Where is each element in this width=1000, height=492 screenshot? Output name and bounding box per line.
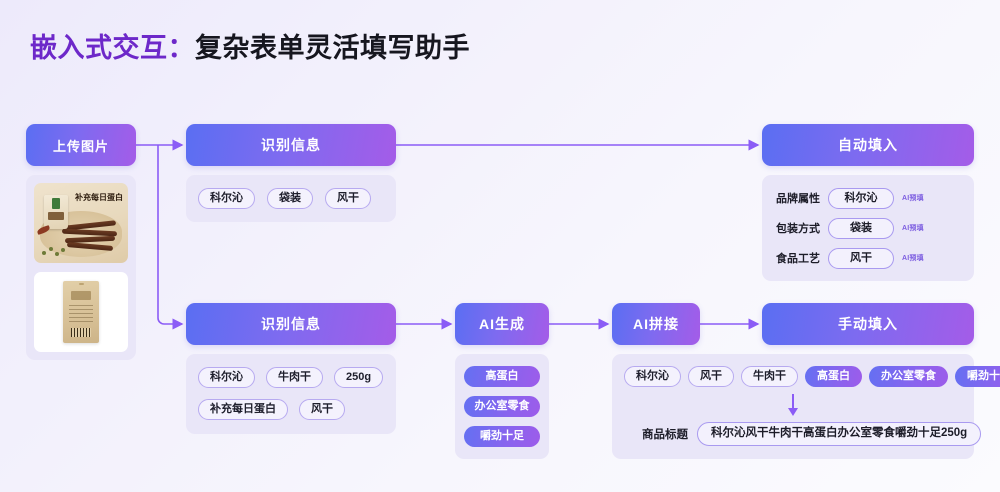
node-ai-generate-body: 高蛋白 办公室零食 嚼劲十足	[455, 354, 549, 459]
form-row: 食品工艺 风干 AI预填	[776, 247, 964, 269]
thumbnail-product-photo[interactable]: 补充每日蛋白	[34, 183, 128, 263]
node-manual-fill[interactable]: 手动填入	[762, 303, 974, 345]
product-title-value[interactable]: 科尔沁风干牛肉干高蛋白办公室零食嚼劲十足250g	[697, 422, 982, 446]
recognize-bottom-tag-row: 科尔沁 牛肉干 250g	[198, 367, 384, 388]
generated-tag-chip[interactable]: 嚼劲十足	[464, 426, 540, 447]
page-title-accent: 嵌入式交互：	[30, 33, 195, 63]
ai-prefill-badge: AI预填	[902, 225, 924, 232]
node-auto-fill-body: 品牌属性 科尔沁 AI预填 包装方式 袋装 AI预填 食品工艺 风干 AI预填	[762, 175, 974, 281]
recognize-top-tag-row: 科尔沁 袋装 风干	[198, 188, 384, 209]
tag-chip[interactable]: 风干	[688, 366, 734, 387]
node-ai-splice-header: AI拼接	[612, 303, 700, 345]
node-ai-generate[interactable]: AI生成 高蛋白 办公室零食 嚼劲十足	[455, 303, 549, 459]
ai-splice-panel: 科尔沁 风干 牛肉干 高蛋白 办公室零食 嚼劲十足 250g 商品标题 科尔沁风…	[612, 354, 1000, 459]
node-recognize-top-header: 识别信息	[186, 124, 396, 166]
tag-chip[interactable]: 科尔沁	[198, 188, 255, 209]
node-recognize-bottom-body: 科尔沁 牛肉干 250g 补充每日蛋白 风干	[186, 354, 396, 434]
form-field-value[interactable]: 风干	[828, 247, 894, 269]
form-field-label: 品牌属性	[776, 193, 820, 205]
package-back-shape	[63, 281, 99, 343]
tag-chip[interactable]: 牛肉干	[741, 366, 798, 387]
product-title-label: 商品标题	[642, 428, 688, 441]
bag-label-lines	[69, 305, 93, 325]
form-field-label: 包装方式	[776, 223, 820, 235]
tag-chip[interactable]: 补充每日蛋白	[198, 399, 288, 420]
generated-tag-chip[interactable]: 高蛋白	[464, 366, 540, 387]
ai-prefill-badge: AI预填	[902, 195, 924, 202]
bag-logo	[71, 291, 91, 300]
node-ai-splice[interactable]: AI拼接	[612, 303, 700, 345]
node-auto-fill-header: 自动填入	[762, 124, 974, 166]
node-recognize-bottom[interactable]: 识别信息 科尔沁 牛肉干 250g 补充每日蛋白 风干	[186, 303, 396, 434]
form-field-value[interactable]: 科尔沁	[828, 187, 894, 209]
barcode-icon	[71, 328, 91, 337]
node-auto-fill[interactable]: 自动填入 品牌属性 科尔沁 AI预填 包装方式 袋装 AI预填 食品工艺 风干 …	[762, 124, 974, 281]
node-manual-fill-header: 手动填入	[762, 303, 974, 345]
ai-prefill-badge: AI预填	[902, 255, 924, 262]
node-recognize-top-body: 科尔沁 袋装 风干	[186, 175, 396, 222]
node-upload-image[interactable]: 上传图片	[26, 124, 136, 166]
node-recognize-top[interactable]: 识别信息 科尔沁 袋装 风干	[186, 124, 396, 222]
page-title: 嵌入式交互：复杂表单灵活填写助手	[30, 26, 470, 65]
node-recognize-bottom-header: 识别信息	[186, 303, 396, 345]
thumbnail-caption: 补充每日蛋白	[75, 193, 123, 202]
package-front-shape	[44, 195, 68, 229]
tag-chip[interactable]: 科尔沁	[198, 367, 255, 388]
splice-tag-row: 科尔沁 风干 牛肉干 高蛋白 办公室零食 嚼劲十足 250g	[624, 366, 1000, 387]
tag-chip[interactable]: 高蛋白	[805, 366, 862, 387]
page-title-plain: 复杂表单灵活填写助手	[195, 33, 470, 63]
form-row: 包装方式 袋装 AI预填	[776, 217, 964, 239]
tag-chip[interactable]: 科尔沁	[624, 366, 681, 387]
form-field-label: 食品工艺	[776, 253, 820, 265]
bag-notch	[78, 283, 84, 285]
tag-chip[interactable]: 风干	[325, 188, 371, 209]
generated-tag-chip[interactable]: 办公室零食	[464, 396, 540, 417]
node-ai-generate-header: AI生成	[455, 303, 549, 345]
tag-chip[interactable]: 袋装	[267, 188, 313, 209]
tag-chip[interactable]: 牛肉干	[266, 367, 323, 388]
recognize-bottom-tag-row: 补充每日蛋白 风干	[198, 399, 384, 420]
edge-upload-to-recognize-bottom	[157, 145, 184, 330]
tag-chip[interactable]: 嚼劲十足	[955, 366, 1000, 387]
product-title-row: 商品标题 科尔沁风干牛肉干高蛋白办公室零食嚼劲十足250g	[624, 422, 982, 446]
form-field-value[interactable]: 袋装	[828, 217, 894, 239]
thumbnail-package-back-photo[interactable]	[34, 272, 128, 352]
upload-thumbnail-panel: 补充每日蛋白	[26, 175, 136, 360]
tag-chip[interactable]: 办公室零食	[869, 366, 948, 387]
form-row: 品牌属性 科尔沁 AI预填	[776, 187, 964, 209]
sesame-garnish	[42, 247, 65, 256]
down-arrow-icon	[624, 392, 962, 418]
node-upload-image-header: 上传图片	[26, 124, 136, 166]
tag-chip[interactable]: 风干	[299, 399, 345, 420]
tag-chip[interactable]: 250g	[334, 367, 384, 388]
